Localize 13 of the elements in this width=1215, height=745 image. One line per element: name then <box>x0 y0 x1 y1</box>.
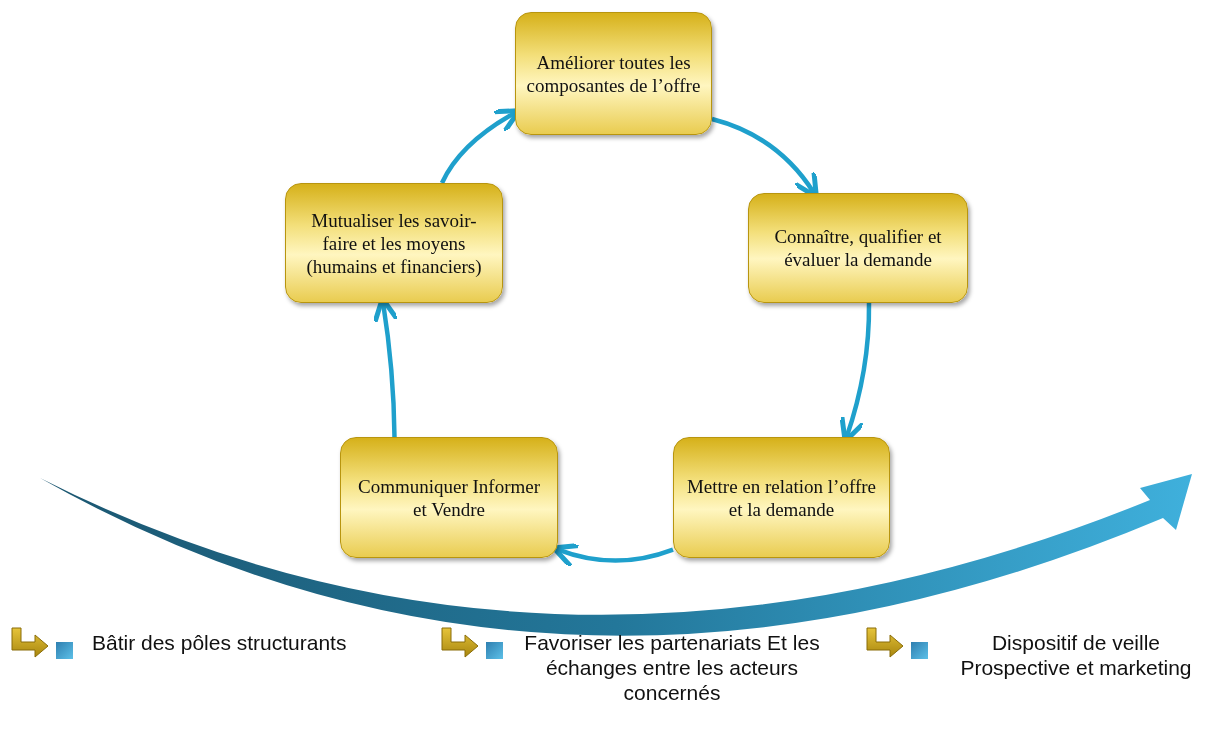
step-text: Améliorer toutes les composantes de l’offre <box>526 50 701 97</box>
step-text: Connaître, qualifier et évaluer la demande <box>773 225 943 271</box>
bullet-text: Dispositif de veille Prospective et marketing <box>959 630 1193 680</box>
step-text: Communiquer Informer et Vendre <box>356 474 541 521</box>
process-box <box>515 12 712 135</box>
process-box <box>285 183 503 303</box>
bullet-text: Favoriser les partenariats Et les échanges entre les acteurs concernés <box>523 630 821 705</box>
step-text: Mettre en relation l’offre et la demande <box>685 474 877 521</box>
process-box <box>340 437 558 558</box>
process-box <box>748 193 968 303</box>
bullet-text: Bâtir des pôles structurants <box>92 630 348 655</box>
step-text: Mutualiser les savoir-faire et les moyens (humains et financiers) <box>305 208 483 278</box>
process-box <box>673 437 890 558</box>
